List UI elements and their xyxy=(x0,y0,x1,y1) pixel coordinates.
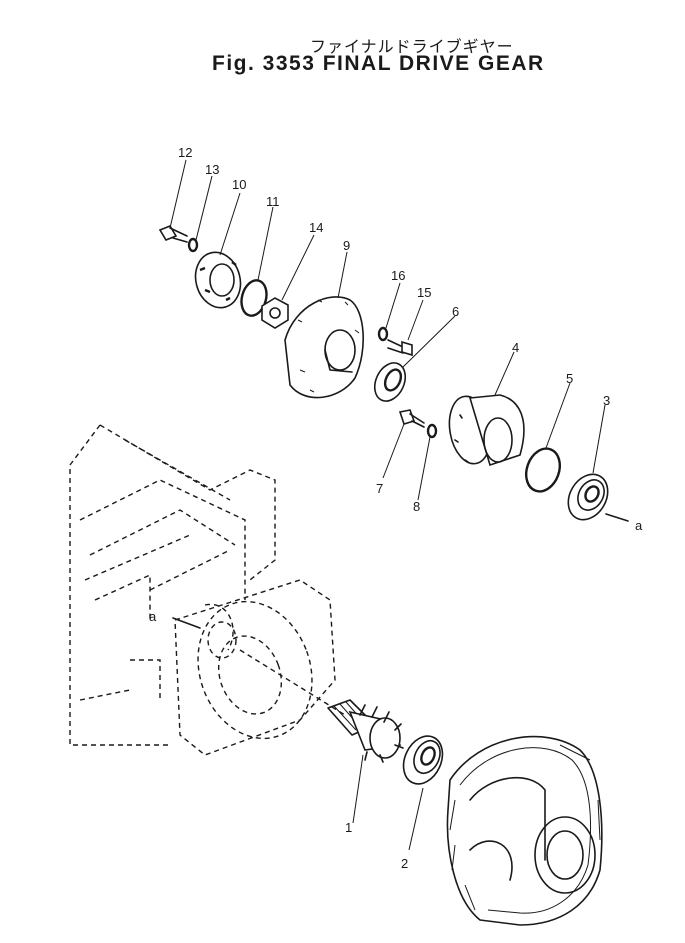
callout-7: 7 xyxy=(376,481,383,496)
pinion-bearing xyxy=(402,735,444,785)
final-drive-housing xyxy=(446,735,603,926)
figure-title-japanese: ファイナルドライブギヤー xyxy=(310,37,514,56)
o-ring-11 xyxy=(240,279,268,317)
reference-a-left: a xyxy=(149,609,157,624)
shaft-axis-line xyxy=(239,649,346,716)
washer-8 xyxy=(426,423,438,439)
pinion-shaft xyxy=(327,699,404,763)
callout-2: 2 xyxy=(401,856,408,871)
o-ring-5 xyxy=(524,447,562,493)
callout-13: 13 xyxy=(205,162,219,177)
callout-5: 5 xyxy=(566,371,573,386)
callout-8: 8 xyxy=(413,499,420,514)
bolt-15 xyxy=(387,339,413,357)
callout-15: 15 xyxy=(417,285,431,300)
callout-1: 1 xyxy=(345,820,352,835)
cage-4 xyxy=(448,394,525,467)
callout-14: 14 xyxy=(309,220,323,235)
washer-13 xyxy=(187,237,199,253)
cover-10 xyxy=(194,251,242,309)
callout-16: 16 xyxy=(391,268,405,283)
washer-16 xyxy=(377,326,389,342)
callout-11: 11 xyxy=(266,194,280,209)
callout-9: 9 xyxy=(343,238,350,253)
oil-seal-6 xyxy=(373,362,407,402)
callout-4: 4 xyxy=(512,340,519,355)
retainer-9 xyxy=(284,296,364,399)
callout-12: 12 xyxy=(178,145,192,160)
callout-10: 10 xyxy=(232,177,246,192)
transmission-case xyxy=(69,424,336,756)
callout-3: 3 xyxy=(603,393,610,408)
leader-lines xyxy=(169,159,629,851)
nut-14 xyxy=(261,297,289,329)
bolt-7 xyxy=(398,409,425,428)
reference-a-right: a xyxy=(635,518,643,533)
bearing-3 xyxy=(567,473,609,521)
callout-6: 6 xyxy=(452,304,459,319)
callout-labels: 1 2 3 4 5 6 7 8 9 10 11 12 13 14 15 16 a… xyxy=(149,145,643,871)
figure-title: Fig. 3353 FINAL DRIVE GEAR xyxy=(212,52,545,75)
bolt-12 xyxy=(158,225,188,243)
